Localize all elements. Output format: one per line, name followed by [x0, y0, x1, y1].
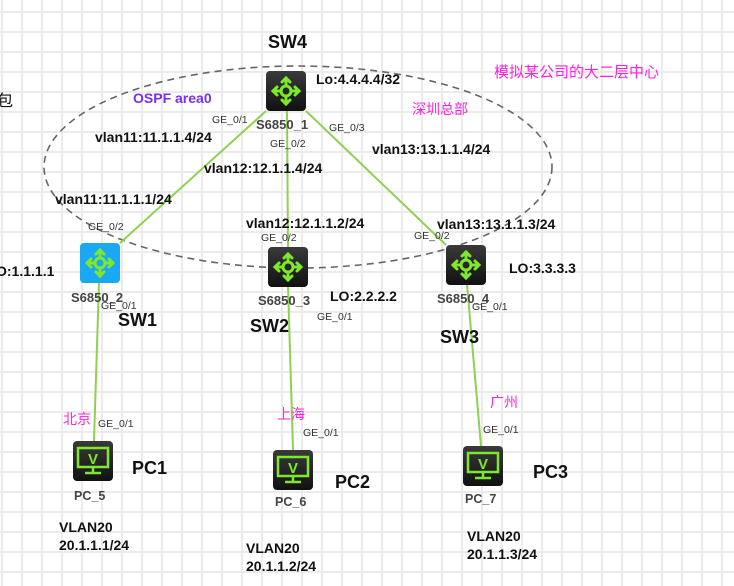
pc3-name: PC3	[533, 462, 569, 482]
pc2-city-label: 上海	[277, 407, 305, 423]
pc3-port: GE_0/1	[483, 424, 519, 436]
sw2-model: S6850_3	[258, 293, 311, 308]
sw1-vlan11-ip: vlan11:11.1.1.1/24	[55, 191, 172, 207]
sw1-port-up: GE_0/2	[88, 221, 124, 233]
pc1-model: PC_5	[74, 489, 106, 503]
pc2-name: PC2	[335, 472, 371, 492]
link-sw1-pc1	[93, 281, 100, 442]
diagram-title: 模拟某公司的大二层中心	[494, 63, 660, 81]
ospf-area-label: OSPF area0	[133, 90, 212, 106]
link-sw2-pc2	[287, 285, 294, 451]
sw3-name: SW3	[440, 327, 480, 347]
sw4-port-ge3: GE_0/3	[329, 122, 365, 134]
sw4-switch-device[interactable]	[266, 71, 306, 111]
cropped-loopback-label: O:1.1.1.1	[0, 263, 55, 279]
sw2-port-down: GE_0/1	[317, 311, 353, 323]
pc1-ip: 20.1.1.1/24	[59, 537, 130, 553]
pc2-vlan: VLAN20	[246, 540, 300, 556]
link-sw3-pc3	[466, 283, 482, 447]
cropped-text-fragment: 包	[0, 91, 14, 110]
sw2-name: SW2	[250, 316, 290, 336]
sw4-vlan13-ip: vlan13:13.1.1.4/24	[372, 141, 491, 157]
sw3-loopback: LO:3.3.3.3	[509, 260, 576, 276]
hq-label: 深圳总部	[412, 102, 468, 118]
svg-text:V: V	[288, 460, 298, 477]
sw4-port-ge2: GE_0/2	[270, 138, 306, 150]
link-sw4-sw2	[286, 110, 289, 248]
sw1-name: SW1	[118, 310, 158, 330]
switch-icon	[450, 249, 482, 281]
pc1-city-label: 北京	[63, 412, 91, 428]
link-sw4-sw3	[305, 110, 447, 246]
sw3-vlan13-ip: vlan13:13.1.1.3/24	[437, 216, 556, 232]
sw1-switch-device[interactable]	[80, 243, 120, 283]
sw2-switch-device[interactable]	[268, 247, 308, 287]
pc3-model: PC_7	[465, 492, 497, 506]
sw4-name: SW4	[268, 32, 308, 52]
sw4-vlan11-ip: vlan11:11.1.1.4/24	[95, 129, 212, 145]
pc3-device[interactable]: V	[463, 446, 503, 486]
switch-icon	[84, 247, 116, 279]
sw3-model: S6850_4	[437, 291, 490, 306]
pc2-model: PC_6	[275, 495, 307, 509]
pc-monitor-icon: V	[466, 451, 500, 480]
switch-icon	[270, 75, 302, 107]
link-sw4-sw1	[119, 110, 267, 244]
svg-text:V: V	[88, 451, 98, 468]
pc-monitor-icon: V	[276, 455, 310, 484]
pc3-vlan: VLAN20	[467, 528, 521, 544]
sw4-vlan12-ip: vlan12:12.1.1.4/24	[204, 160, 323, 176]
pc1-vlan: VLAN20	[59, 519, 113, 535]
pc3-ip: 20.1.1.3/24	[467, 546, 538, 562]
pc1-device[interactable]: V	[73, 441, 113, 481]
sw4-loopback: Lo:4.4.4.4/32	[316, 71, 401, 87]
pc2-port: GE_0/1	[303, 427, 339, 439]
sw4-model: S6850_1	[256, 117, 309, 132]
switch-icon	[272, 251, 304, 283]
sw2-loopback: LO:2.2.2.2	[330, 288, 397, 304]
pc2-device[interactable]: V	[273, 450, 313, 490]
pc2-ip: 20.1.1.2/24	[246, 558, 317, 574]
sw4-port-ge1: GE_0/1	[212, 114, 248, 126]
pc-monitor-icon: V	[76, 446, 110, 475]
sw3-port-up: GE_0/2	[414, 230, 450, 242]
sw1-model: S6850_2	[71, 290, 124, 305]
pc3-city-label: 广州	[490, 395, 518, 411]
sw1-port-down: GE_0/1	[101, 300, 137, 312]
pc1-name: PC1	[132, 458, 168, 478]
sw2-vlan12-ip: vlan12:12.1.1.2/24	[246, 215, 365, 231]
sw2-port-up: GE_0/2	[261, 232, 297, 244]
pc1-port: GE_0/1	[98, 418, 134, 430]
sw3-port-down: GE_0/1	[472, 301, 508, 313]
sw3-switch-device[interactable]	[446, 245, 486, 285]
svg-text:V: V	[478, 456, 488, 473]
